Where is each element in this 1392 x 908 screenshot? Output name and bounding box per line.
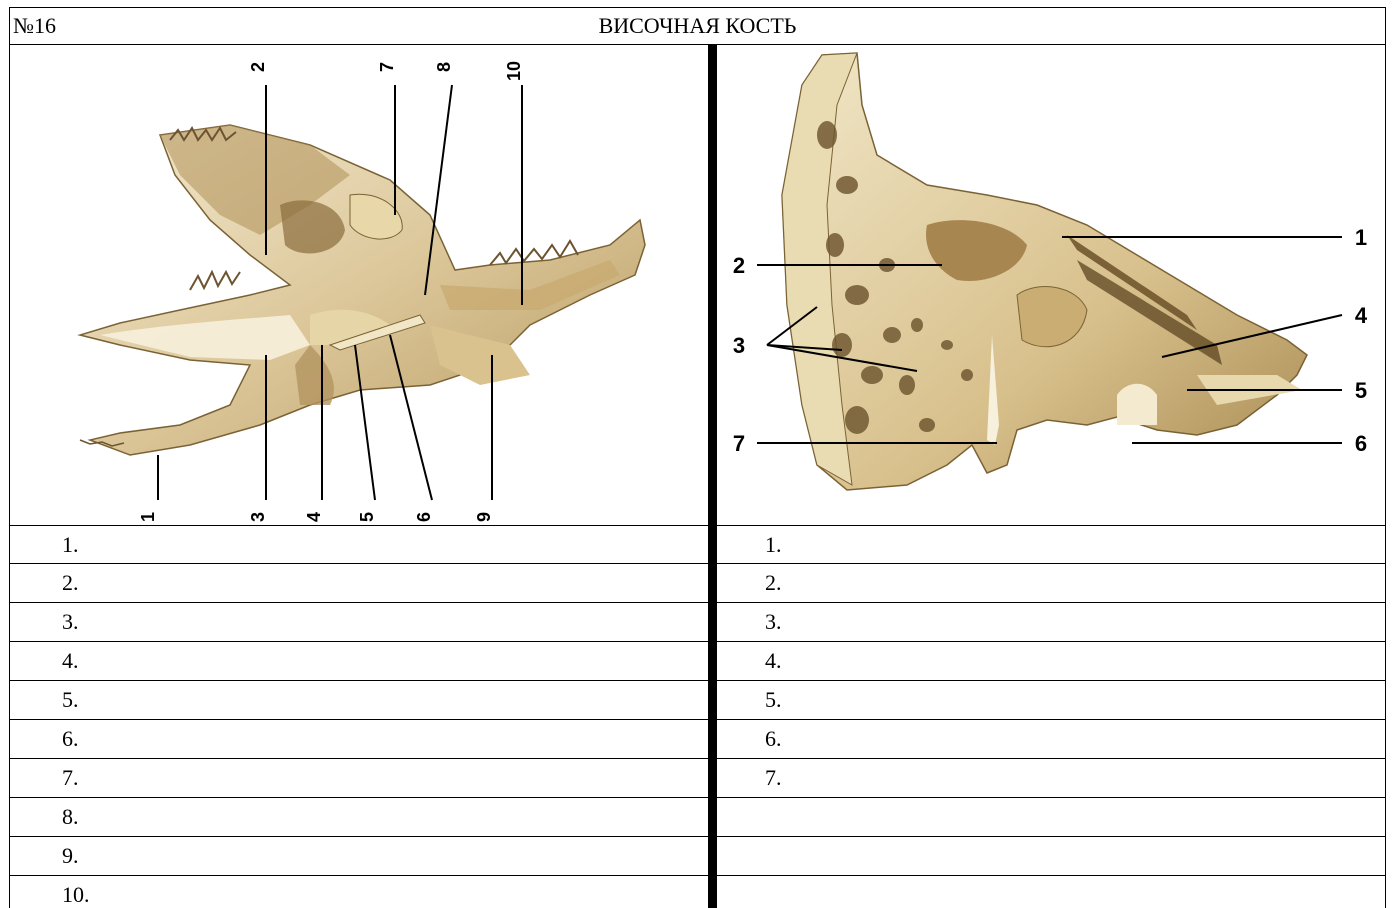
right-answer-label: 2. xyxy=(765,570,782,596)
right-answer-row[interactable]: 5. xyxy=(717,680,1385,718)
right-callout-1: 1 xyxy=(1355,225,1367,250)
right-answer-row[interactable]: 7. xyxy=(717,758,1385,796)
left-answer-label: 8. xyxy=(62,804,79,830)
right-answer-row[interactable] xyxy=(717,797,1385,835)
left-callout-10: 10 xyxy=(504,61,524,81)
right-answer-row[interactable]: 4. xyxy=(717,641,1385,679)
left-callout-6: 6 xyxy=(414,512,434,522)
right-answer-row[interactable]: 6. xyxy=(717,719,1385,757)
left-answer-label: 5. xyxy=(62,687,79,713)
right-answer-label: 5. xyxy=(765,687,782,713)
left-answer-row[interactable]: 1. xyxy=(10,525,708,563)
left-answer-row[interactable]: 5. xyxy=(10,680,708,718)
header-row: №16 ВИСОЧНАЯ КОСТЬ xyxy=(9,7,1386,45)
right-callout-7: 7 xyxy=(733,431,745,456)
right-callout-5: 5 xyxy=(1355,378,1367,403)
temporal-bone-outer-illustration: 1 2 3 4 5 6 7 8 9 10 xyxy=(10,45,708,525)
right-figure-panel: 1 2 3 4 5 6 7 xyxy=(717,45,1385,525)
left-figure-panel: 1 2 3 4 5 6 7 8 9 10 xyxy=(10,45,708,525)
right-answer-label: 7. xyxy=(765,765,782,791)
left-answer-label: 3. xyxy=(62,609,79,635)
left-callout-2: 2 xyxy=(248,62,268,72)
right-answer-row[interactable]: 2. xyxy=(717,563,1385,601)
left-callout-9: 9 xyxy=(474,512,494,522)
frame-right-border xyxy=(1385,7,1386,908)
left-answer-label: 6. xyxy=(62,726,79,752)
left-callout-4: 4 xyxy=(304,512,324,522)
left-answer-label: 1. xyxy=(62,532,79,558)
left-callout-7: 7 xyxy=(377,62,397,72)
left-answer-row[interactable]: 10. xyxy=(10,875,708,908)
right-answer-label: 6. xyxy=(765,726,782,752)
right-answer-label: 1. xyxy=(765,532,782,558)
right-answer-label: 4. xyxy=(765,648,782,674)
left-callout-8: 8 xyxy=(434,62,454,72)
left-answer-label: 4. xyxy=(62,648,79,674)
left-answer-row[interactable]: 3. xyxy=(10,602,708,640)
left-callout-1: 1 xyxy=(138,512,158,522)
left-answer-label: 10. xyxy=(62,882,90,908)
left-answer-row[interactable]: 2. xyxy=(10,563,708,601)
right-answer-row[interactable]: 1. xyxy=(717,525,1385,563)
left-answer-label: 9. xyxy=(62,843,79,869)
left-answer-label: 7. xyxy=(62,765,79,791)
left-callout-3: 3 xyxy=(248,512,268,522)
left-answer-row[interactable]: 4. xyxy=(10,641,708,679)
column-divider xyxy=(708,45,717,908)
left-answer-label: 2. xyxy=(62,570,79,596)
left-answer-row[interactable]: 9. xyxy=(10,836,708,874)
right-answer-row[interactable] xyxy=(717,836,1385,874)
right-answer-row[interactable]: 3. xyxy=(717,602,1385,640)
right-answer-label: 3. xyxy=(765,609,782,635)
left-answer-row[interactable]: 8. xyxy=(10,797,708,835)
right-callout-4: 4 xyxy=(1355,303,1368,328)
worksheet-title: ВИСОЧНАЯ КОСТЬ xyxy=(9,13,1386,39)
worksheet: №16 ВИСОЧНАЯ КОСТЬ xyxy=(9,7,1386,908)
right-callout-3: 3 xyxy=(733,333,745,358)
temporal-bone-section-illustration: 1 2 3 4 5 6 7 xyxy=(717,45,1385,525)
left-callout-5: 5 xyxy=(357,512,377,522)
right-callout-6: 6 xyxy=(1355,431,1367,456)
right-callout-2: 2 xyxy=(733,253,745,278)
left-answer-row[interactable]: 7. xyxy=(10,758,708,796)
right-answer-row[interactable] xyxy=(717,875,1385,908)
left-answer-row[interactable]: 6. xyxy=(10,719,708,757)
